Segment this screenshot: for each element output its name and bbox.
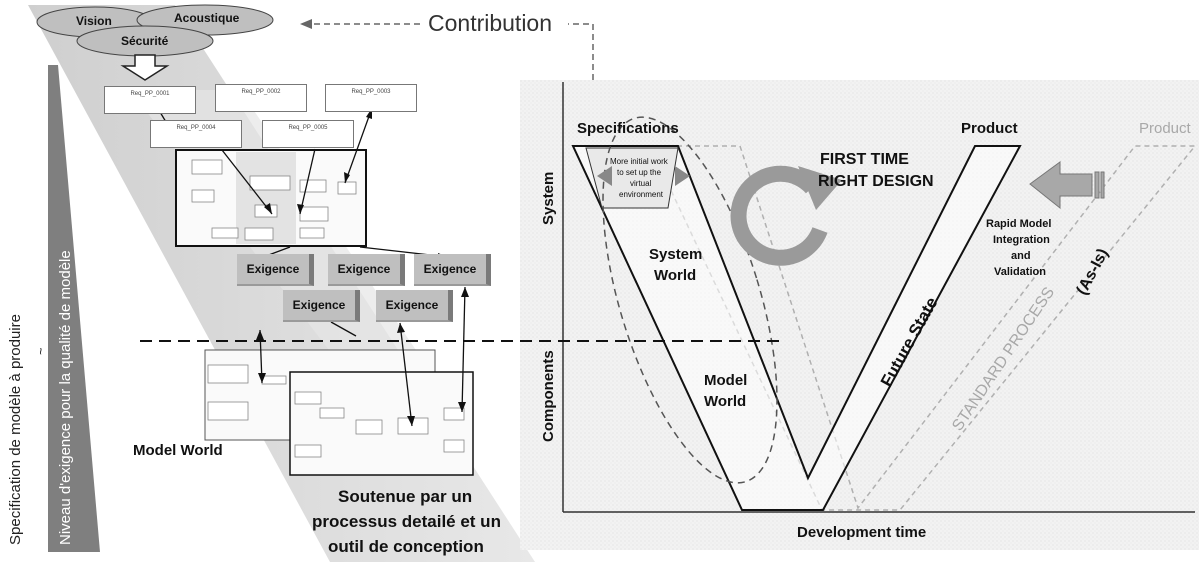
axis-x-label: Development time — [797, 524, 927, 541]
vertical-left-tilde: ~ — [33, 347, 48, 355]
product-label: Product — [961, 120, 1018, 137]
rapid-line-2: Integration — [993, 234, 1050, 246]
more-initial-line-1: More initial work — [610, 157, 668, 166]
left-triangle — [48, 65, 100, 552]
req-card: Req_PP_0005 — [262, 120, 354, 148]
model-front-blocks — [294, 391, 465, 458]
acoustique-label: Acoustique — [174, 11, 240, 25]
first-time-label: FIRST TIME — [820, 151, 909, 168]
product-arrow-icon — [1029, 161, 1093, 210]
more-initial-line-2: to set up the — [617, 168, 662, 177]
more-initial-line-4: environment — [619, 190, 664, 199]
product-arrow-bar-icon — [1094, 171, 1100, 199]
soutenue-line-2: processus detailé et un — [312, 512, 501, 531]
main-v-shape — [571, 145, 1022, 511]
exigence-box: Exigence — [328, 254, 405, 286]
soutenue-line-1: Soutenue par un — [338, 487, 473, 506]
system-world-line-2: World — [654, 267, 697, 284]
product-ghost-label: Product — [1139, 120, 1191, 137]
req-card: Req_PP_0003 — [325, 84, 417, 112]
exigence-box: Exigence — [283, 290, 360, 322]
soutenue-line-3: outil de conception — [328, 537, 484, 556]
req-card: Req_PP_0001 — [104, 86, 196, 114]
axis-y-system: System — [540, 172, 557, 225]
circular-arrow-icon — [730, 165, 828, 266]
standard-process-v — [648, 145, 1197, 511]
more-initial-line-3: virtual — [630, 179, 652, 188]
model-back-blocks — [207, 364, 287, 421]
exigence-box: Exigence — [237, 254, 314, 286]
product-arrow-bar2-icon — [1100, 171, 1105, 199]
model-world-left-label: Model World — [133, 442, 223, 459]
contribution-arrow-head-icon — [300, 19, 312, 29]
securite-label: Sécurité — [121, 34, 169, 48]
contribution-label: Contribution — [428, 10, 553, 36]
architecture-inner-blocks — [191, 159, 357, 241]
vertical-left-outer: Specification de modèle à produire — [7, 314, 24, 545]
exigence-box: Exigence — [414, 254, 491, 286]
right-inner-arrow-icon — [675, 166, 690, 186]
rapid-line-3: and — [1011, 250, 1031, 262]
vertical-left-inner: Niveau d'exigence pour la qualité de mod… — [57, 250, 74, 545]
left-inner-arrow-icon — [597, 166, 612, 186]
right-design-label: RIGHT DESIGN — [818, 173, 934, 190]
req-card: Req_PP_0004 — [150, 120, 242, 148]
exigence-box: Exigence — [376, 290, 453, 322]
system-world-line-1: System — [649, 246, 703, 263]
dashed-ellipse — [602, 116, 778, 484]
rapid-line-1: Rapid Model — [986, 218, 1052, 230]
down-arrow-icon — [120, 54, 170, 81]
circular-arrow-head-icon — [798, 166, 842, 210]
model-world-line-2: World — [704, 393, 747, 410]
specifications-label: Specifications — [577, 120, 679, 137]
model-world-line-1: Model — [704, 372, 748, 389]
req-card: Req_PP_0002 — [215, 84, 307, 112]
axis-y-components: Components — [540, 350, 557, 442]
v-inner-trapezoid — [585, 147, 679, 209]
rapid-line-4: Validation — [994, 266, 1046, 278]
vision-label: Vision — [76, 14, 112, 28]
contribution-arrow — [568, 23, 594, 80]
